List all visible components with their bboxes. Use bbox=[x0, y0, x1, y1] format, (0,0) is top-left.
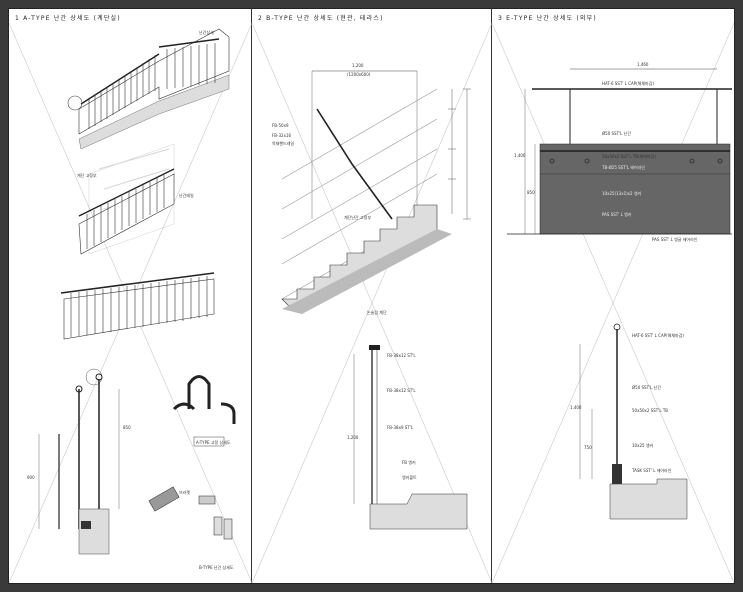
dim-b-top: 1,200 bbox=[352, 63, 364, 68]
panel-a-type: 1 A-TYPE 난간 상세도 (계단실) bbox=[9, 9, 253, 583]
note-b1: FB-50x9 bbox=[272, 123, 289, 128]
dim-b-top2: (1200x600) bbox=[347, 72, 371, 77]
label-e5: 10x25(13x1)x2 앵커 bbox=[602, 190, 642, 196]
detail-caption-1: A-TYPE 고정 상세도 bbox=[196, 439, 231, 445]
b-type-drawing: 1,200 (1200x600) bbox=[251, 22, 493, 583]
panel-e-type: 3 E-TYPE 난간 상세도 (외부) 1,460 1 bbox=[491, 9, 734, 583]
drawing-sheet: 1 A-TYPE 난간 상세도 (계단실) bbox=[8, 8, 735, 584]
dim-e2: 850 bbox=[527, 190, 535, 195]
e-section: 1,400 750 HAT-6 SST' L CAP(해체마감) Ø50 SST… bbox=[570, 323, 688, 520]
label-mid: 계단 고정부 bbox=[77, 172, 97, 178]
label-top: 난간상세 bbox=[199, 29, 214, 35]
label-e1: HAT-6 SST' L CAP(해체마감) bbox=[602, 80, 654, 86]
stair-flight-2: 난간레일 bbox=[78, 168, 194, 255]
b-elevation: 1,200 (1200x600) bbox=[272, 63, 471, 315]
panel-title: 1 A-TYPE 난간 상세도 (계단실) bbox=[15, 15, 121, 22]
dim-e3: 1,400 bbox=[570, 405, 582, 410]
label-e-s5: TASK SST' L 헤어라인 bbox=[631, 467, 672, 473]
dim-e4: 750 bbox=[584, 445, 592, 450]
label-b-mid: 계단난간 고정부 bbox=[344, 214, 371, 220]
e-elevation: 1,460 1,400 850 HAT-6 SST' L CAP(해체마감) Ø… bbox=[507, 62, 732, 242]
label-e-s1: HAT-6 SST' L CAP(해체마감) bbox=[632, 332, 684, 338]
label-e2: Ø50 SST'L 난간 bbox=[602, 130, 631, 136]
b-section: 1,200 FB-38x12 ST'L FB-38x12 ST'L FB-38x… bbox=[347, 345, 468, 530]
label-e-s2: Ø50 SST'L 난간 bbox=[632, 384, 661, 390]
stair-flight-3 bbox=[60, 272, 215, 340]
panel-b-type: 2 B-TYPE 난간 상세도 (현관, 테라스) 1,200 (1200x60… bbox=[251, 9, 493, 583]
label-e3: 50x50x2 SST'L TB(해체마감) bbox=[602, 153, 656, 159]
stair-flight-1: 난간상세 bbox=[67, 28, 230, 150]
note-b-sec3: FB-38x9 ST'L bbox=[387, 425, 414, 430]
e-type-drawing: 1,460 1,400 850 HAT-6 SST' L CAP(해체마감) Ø… bbox=[491, 22, 734, 583]
note-b-sec4: FB 앵커 bbox=[402, 459, 416, 465]
detail-caption-2: B-TYPE 난간 상세도 bbox=[199, 564, 234, 570]
label-bracket: 브라켓 bbox=[179, 489, 190, 495]
dim-a1: 850 bbox=[123, 425, 131, 430]
label-e-s4: 10x25 앵커 bbox=[632, 442, 653, 448]
label-e-s3: 50x50x2 SST'L TB bbox=[632, 408, 668, 413]
label-b-bottom: 논슬립 계단 bbox=[367, 309, 387, 315]
a-section-detail: 850 900 bbox=[27, 368, 131, 555]
label-e4: TB-Ø25 SST'L 헤어라인 bbox=[601, 164, 645, 170]
a-type-drawing: 난간상세 계단 고정부 bbox=[9, 22, 253, 583]
dim-e1: 1,400 bbox=[514, 153, 526, 158]
note-b-sec5: 앵커볼트 bbox=[402, 474, 417, 480]
label-side: 난간레일 bbox=[179, 192, 194, 198]
panel-title: 3 E-TYPE 난간 상세도 (외부) bbox=[498, 15, 597, 22]
label-e7: PAS SST' L 앵글 헤어라인 bbox=[652, 236, 698, 242]
note-b-sec2: FB-38x12 ST'L bbox=[387, 388, 416, 393]
dim-a2: 900 bbox=[27, 475, 35, 480]
label-e6: PAS SST' L 앵커 bbox=[602, 211, 632, 217]
panel-title: 2 B-TYPE 난간 상세도 (현관, 테라스) bbox=[258, 15, 384, 22]
dim-e-top: 1,460 bbox=[637, 62, 649, 67]
note-b-sec1: FB-38x12 ST'L bbox=[387, 353, 416, 358]
note-b3: 목재핸드레일 bbox=[272, 140, 294, 146]
a-bracket-details: A-TYPE 고정 상세도 브라켓 B-TYPE 난간 상세도 bbox=[148, 375, 236, 570]
dim-b-section: 1,200 bbox=[347, 435, 359, 440]
note-b2: FB-32x16 bbox=[272, 133, 291, 138]
